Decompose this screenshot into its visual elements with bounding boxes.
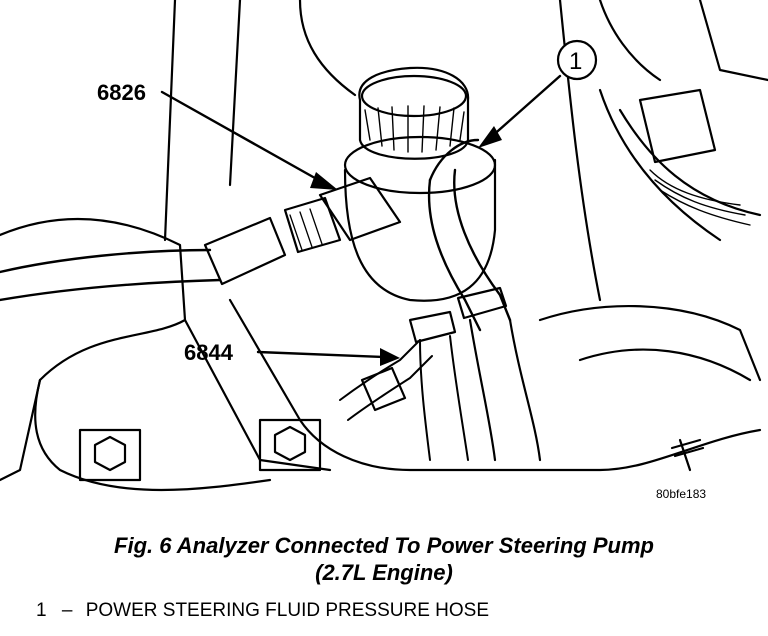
arrowhead-6826 xyxy=(310,172,338,190)
wiring-harness-1 xyxy=(558,0,602,302)
legend-item: 1 – POWER STEERING FLUID PRESSURE HOSE xyxy=(36,600,489,622)
engine-cover-curve xyxy=(34,378,272,492)
caption-line-2: (2.7L Engine) xyxy=(315,560,453,585)
right-housing-2 xyxy=(578,348,752,382)
figure-caption: Fig. 6 Analyzer Connected To Power Steer… xyxy=(0,532,768,586)
bolt-boss-left xyxy=(78,428,142,482)
callout-6844: 6844 xyxy=(184,340,234,365)
legend-item-number: 1 xyxy=(36,600,47,621)
hose-clamp-1 xyxy=(456,286,508,320)
right-housing xyxy=(538,304,762,382)
legend-item-dash: – xyxy=(61,600,73,621)
pressure-hose-1-left xyxy=(427,178,482,332)
caption-line-1: Fig. 6 Analyzer Connected To Power Steer… xyxy=(114,533,654,558)
reservoir-cap xyxy=(358,66,470,160)
tube-6844-upper xyxy=(339,339,421,401)
callout-1: 1 xyxy=(569,48,582,75)
callout-circle-1 xyxy=(556,39,598,81)
engine-block-outline xyxy=(0,217,187,482)
cap-serrations xyxy=(364,105,465,153)
analyzer-hose-lower xyxy=(0,278,222,302)
right-bracket xyxy=(698,0,768,82)
leader-1 xyxy=(488,74,562,140)
fitting-6826-nut xyxy=(283,196,342,254)
cap-top xyxy=(360,74,468,118)
housing-lower xyxy=(228,298,762,472)
wiring-harness-3 xyxy=(618,108,762,217)
stud-bolt xyxy=(670,438,705,472)
legend-item-label: POWER STEERING FLUID PRESSURE HOSE xyxy=(85,600,490,621)
hose-continuation xyxy=(468,318,542,462)
bracket-left-2 xyxy=(228,0,242,187)
hose-ferrule xyxy=(203,216,287,286)
wire-bundle xyxy=(649,169,751,226)
bolt-hex-right xyxy=(273,425,307,462)
right-top-structure xyxy=(598,0,662,82)
bolt-hex-left xyxy=(93,435,127,472)
pump-reservoir xyxy=(343,158,497,302)
reservoir-top xyxy=(343,135,497,195)
fitting-6826-threads xyxy=(289,208,323,251)
bracket-left xyxy=(163,0,177,242)
leader-6844 xyxy=(256,350,386,359)
wiring-harness-2 xyxy=(598,88,722,242)
analyzer-hose-upper xyxy=(0,248,212,274)
fitting-6826-body xyxy=(318,176,402,242)
fitting-6844 xyxy=(360,366,407,412)
return-hose xyxy=(419,335,469,461)
pressure-hose-1-top xyxy=(428,138,480,182)
connector-block xyxy=(638,88,717,164)
arrowhead-6844 xyxy=(380,348,400,366)
reference-code: 80bfe183 xyxy=(656,487,706,501)
tube-6844-lower xyxy=(347,355,433,421)
clamp-6844 xyxy=(408,310,457,344)
pump-illustration: 6826 6844 1 80bfe183 xyxy=(0,0,768,501)
arrowhead-1 xyxy=(478,126,502,148)
legend: 1 – POWER STEERING FLUID PRESSURE HOSE xyxy=(36,600,489,622)
bracket-edge xyxy=(298,0,357,97)
leader-6826 xyxy=(160,90,324,184)
callout-6826: 6826 xyxy=(97,80,146,105)
bolt-boss-right xyxy=(258,418,322,472)
